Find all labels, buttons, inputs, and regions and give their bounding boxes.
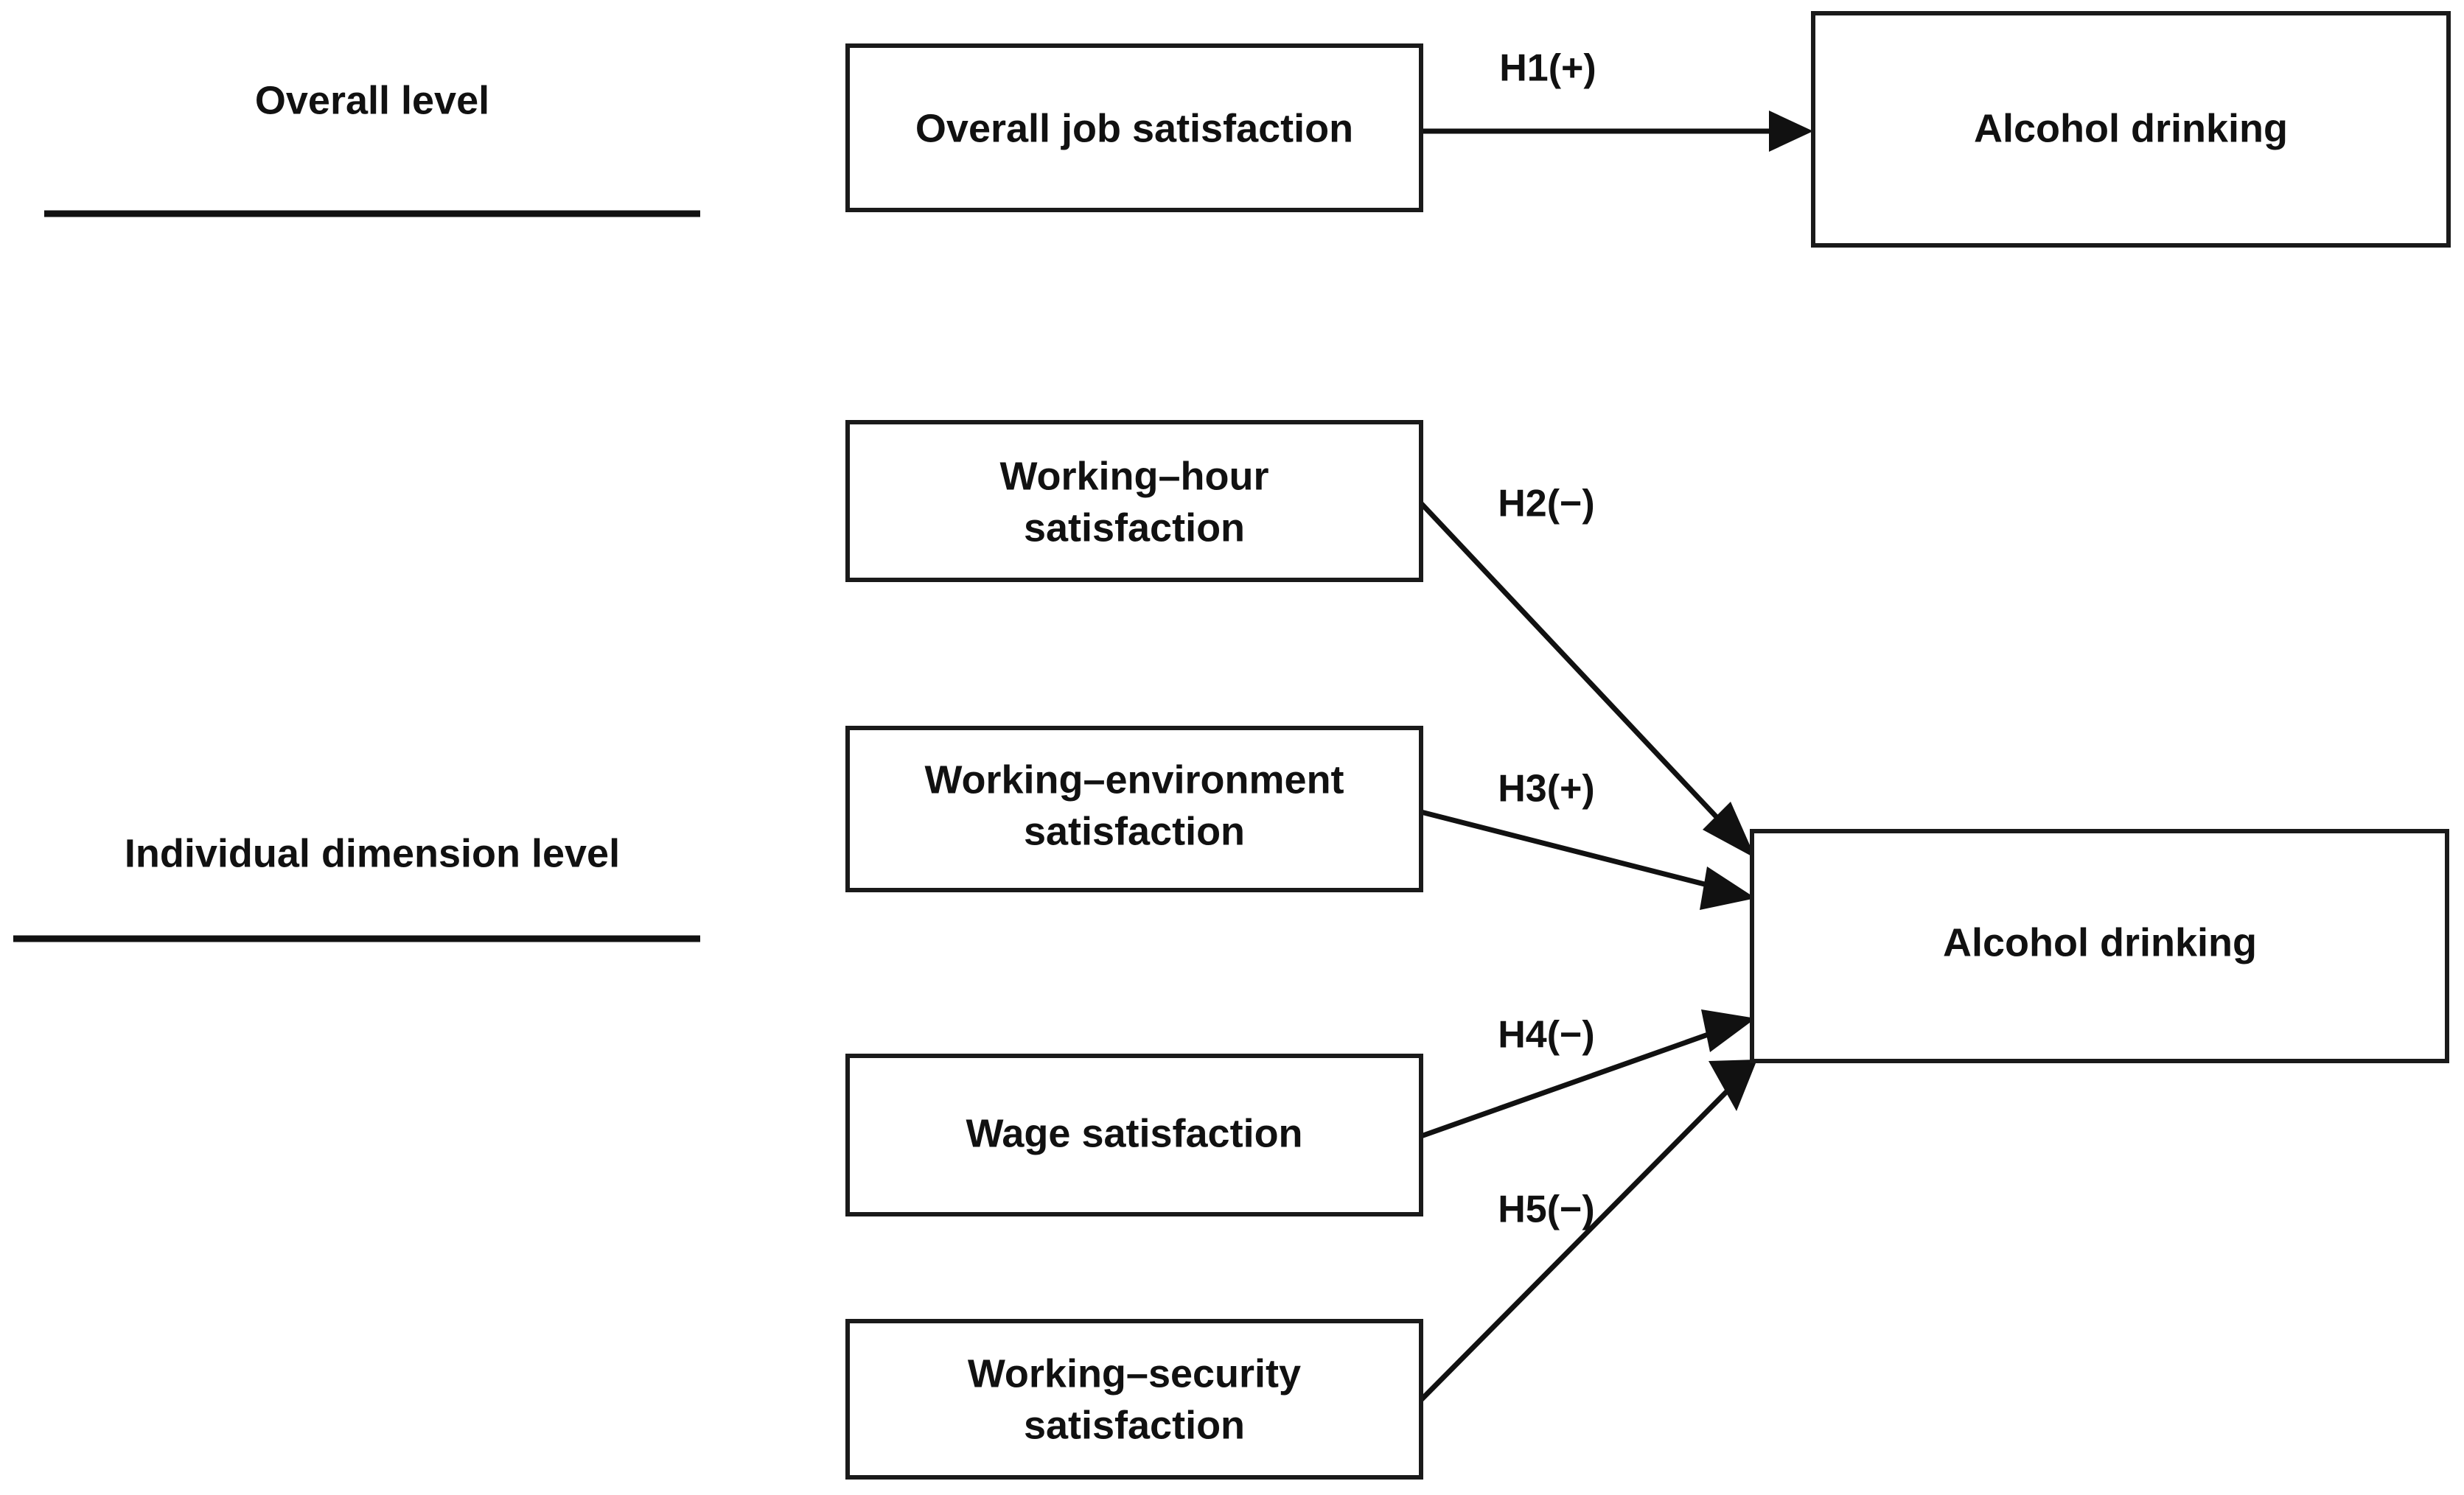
edge-label-h5: H5(−) — [1498, 1188, 1594, 1231]
edge-label-h1: H1(+) — [1499, 47, 1596, 90]
box-overall-job-satisfaction[interactable] — [845, 43, 1423, 212]
box-working-security-satisfaction-label-line1: Working–security — [968, 1351, 1301, 1396]
arrow-head-h3 — [1700, 866, 1756, 910]
edge-label-h4: H4(−) — [1498, 1014, 1594, 1057]
box-alcohol-drinking-top[interactable] — [1811, 11, 2451, 248]
connector-h5 — [1419, 1082, 1736, 1402]
connector-h2 — [1419, 501, 1731, 832]
box-overall-job-satisfaction-label: Overall job satisfaction — [915, 106, 1353, 150]
box-working-security-satisfaction[interactable] — [845, 1319, 1423, 1480]
box-alcohol-drinking-bottom-label: Alcohol drinking — [1943, 920, 2257, 964]
box-wage-satisfaction-label: Wage satisfaction — [966, 1111, 1302, 1155]
box-alcohol-drinking-top-label: Alcohol drinking — [1974, 106, 2288, 150]
box-working-hour-satisfaction[interactable] — [845, 420, 1423, 582]
box-wage-satisfaction[interactable] — [845, 1054, 1423, 1216]
arrow-head-h2 — [1703, 802, 1756, 858]
level-label-overall: Overall level — [255, 78, 489, 122]
box-working-environment-satisfaction-label-line2: satisfaction — [1024, 809, 1245, 853]
connector-h4 — [1420, 1026, 1726, 1139]
arrow-head-h4 — [1701, 1009, 1756, 1052]
box-working-environment-satisfaction[interactable] — [845, 726, 1423, 892]
arrow-head-h1 — [1769, 111, 1813, 152]
box-alcohol-drinking-bottom[interactable] — [1750, 829, 2449, 1063]
connector-h3 — [1420, 809, 1725, 892]
box-working-hour-satisfaction-label-line2: satisfaction — [1024, 505, 1245, 550]
arrow-head-h5 — [1709, 1060, 1757, 1111]
edge-label-h3: H3(+) — [1498, 768, 1594, 810]
level-label-individual: Individual dimension level — [125, 831, 620, 875]
box-working-environment-satisfaction-label-line1: Working–environment — [924, 757, 1344, 802]
box-working-security-satisfaction-label-line2: satisfaction — [1024, 1403, 1245, 1447]
box-working-hour-satisfaction-label-line1: Working–hour — [999, 454, 1268, 498]
edge-label-h2: H2(−) — [1498, 483, 1594, 525]
